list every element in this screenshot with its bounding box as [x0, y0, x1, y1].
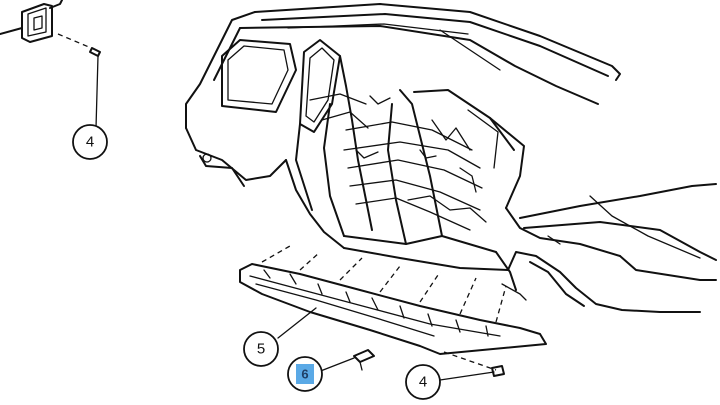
callout-4-top: 4 — [72, 124, 108, 160]
rocker-panel-molding — [239, 263, 547, 355]
leader-line-5 — [277, 307, 317, 339]
screw-icon — [89, 47, 101, 57]
callout-label: 5 — [257, 341, 265, 358]
callout-label: 4 — [419, 374, 427, 391]
vehicle-body — [185, 3, 717, 313]
screw-icon-bottom — [491, 365, 505, 377]
callout-4-bottom: 4 — [405, 364, 441, 400]
clip-part — [353, 349, 375, 371]
callout-6-highlighted: 6 — [287, 356, 323, 392]
callout-label: 4 — [86, 134, 94, 151]
bracket-part-top-left — [0, 0, 63, 43]
alignment-dashes — [261, 245, 507, 371]
leader-line-6 — [317, 357, 355, 373]
callout-label: 6 — [301, 367, 308, 382]
callout-5: 5 — [243, 331, 279, 367]
leader-dashed-top — [57, 33, 97, 51]
highlight-box — [296, 364, 314, 384]
leader-line-4a — [95, 55, 99, 129]
leader-line-4b — [439, 371, 495, 381]
